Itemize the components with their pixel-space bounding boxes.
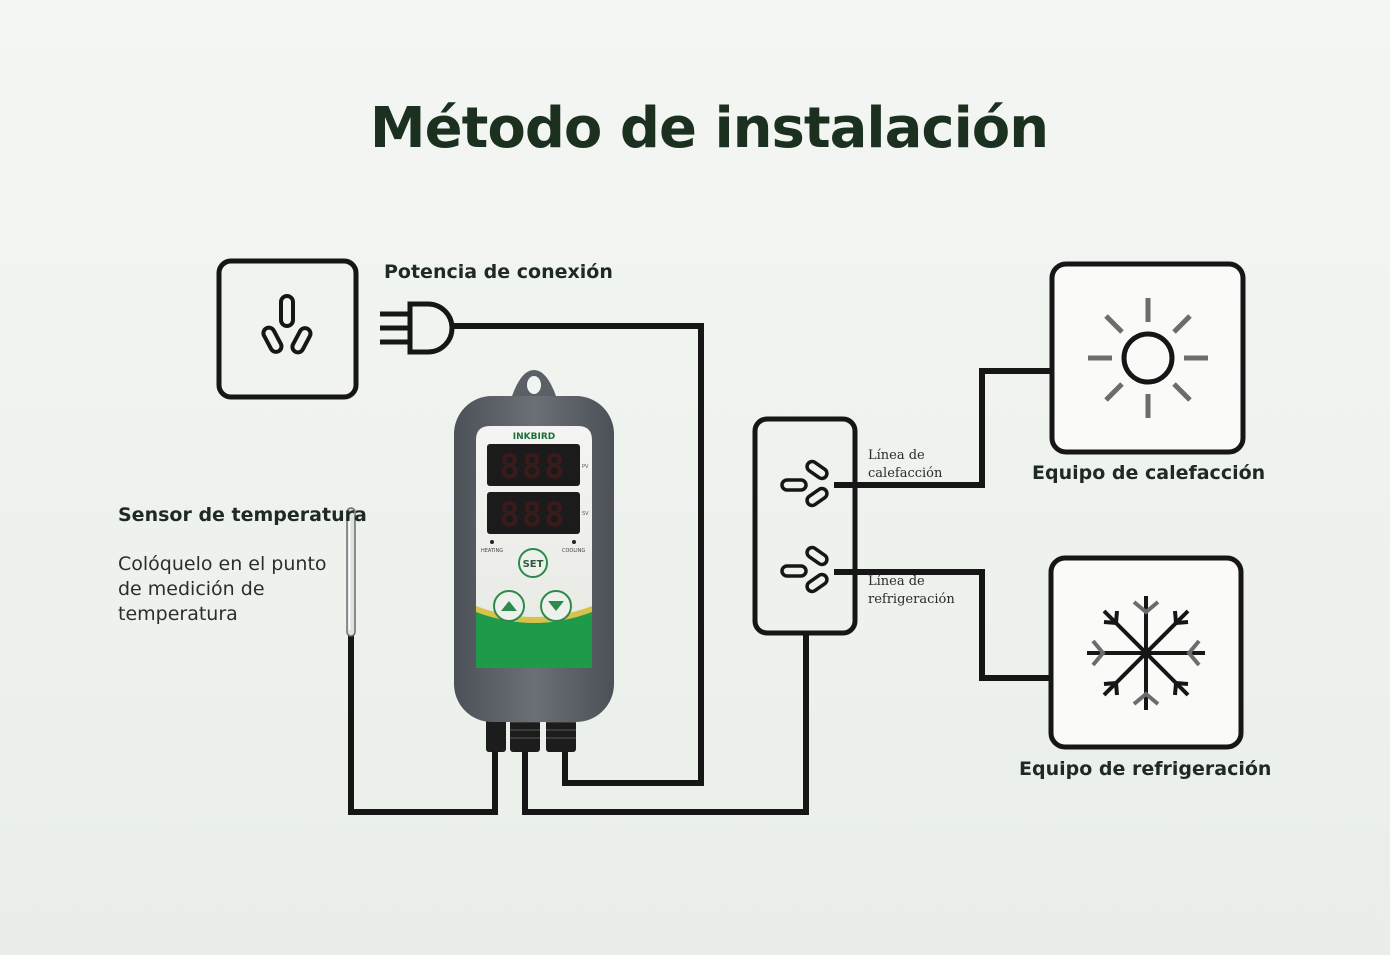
sun-icon [1049, 261, 1246, 455]
up-button[interactable] [493, 590, 525, 622]
heating-line-label: Línea de calefacción [868, 448, 943, 481]
sensor-description: Colóquelo en el punto de medición de tem… [118, 553, 327, 625]
down-button[interactable] [540, 590, 572, 622]
cooling-outlet-icon [780, 545, 829, 594]
power-label: Potencia de conexión [384, 261, 613, 283]
sv-display: 888 [499, 495, 566, 535]
heating-equipment-label: Equipo de calefacción [1032, 462, 1266, 484]
heating-outlet-icon [780, 459, 829, 508]
set-button-label: SET [523, 559, 544, 570]
snowflake-icon [1048, 555, 1244, 750]
socket-icon [216, 258, 359, 400]
output-socket-box [752, 416, 858, 636]
arrow-up-icon [501, 601, 517, 611]
set-button[interactable]: SET [518, 548, 548, 578]
wiring [348, 323, 1052, 815]
output-cable [522, 634, 809, 815]
brand-label: INKBIRD [513, 432, 555, 442]
plug-icon [380, 301, 455, 355]
sensor-cable [348, 632, 498, 815]
cooling-line [834, 569, 1052, 681]
cooling-indicator-label: COOLING [562, 548, 585, 554]
sv-label: SV [582, 511, 589, 517]
cooling-line-label: Línea de refrigeración [868, 574, 955, 607]
heating-line [834, 368, 1052, 488]
thermostat-device: 888 888 INKBIRD PV SV HEATING COOLING SE… [454, 370, 614, 752]
arrow-down-icon [548, 601, 564, 611]
cooling-equipment-label: Equipo de refrigeración [1019, 758, 1272, 780]
sensor-label: Sensor de temperatura [118, 504, 367, 526]
page-title: Método de instalación [369, 96, 1049, 161]
pv-label: PV [582, 464, 589, 470]
temperature-probe [346, 507, 356, 637]
heating-indicator-label: HEATING [481, 548, 503, 554]
pv-display: 888 [499, 447, 566, 487]
power-cable [452, 323, 704, 786]
